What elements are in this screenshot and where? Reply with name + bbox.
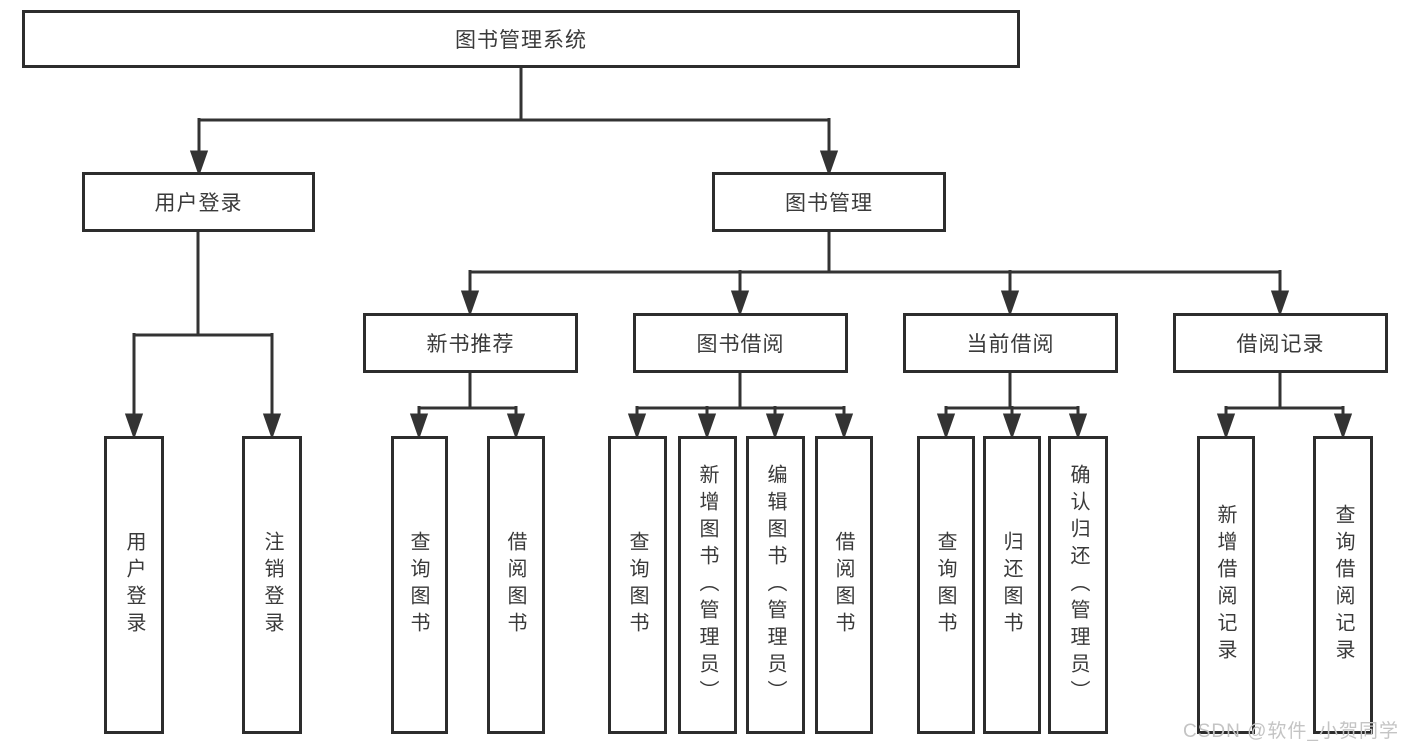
node-book-borrow: 图书借阅 [633, 313, 848, 373]
node-library-management-system: 图书管理系统 [22, 10, 1020, 68]
leaf-user-login: 用户登录 [104, 436, 164, 734]
node-book-management: 图书管理 [712, 172, 946, 232]
leaf-query-borrow-record: 查询借阅记录 [1313, 436, 1373, 734]
leaf-edit-book-admin: 编辑图书（管理员） [746, 436, 805, 734]
leaf-logout-login: 注销登录 [242, 436, 302, 734]
leaf-confirm-return-admin: 确认归还（管理员） [1048, 436, 1108, 734]
node-new-book-recommend: 新书推荐 [363, 313, 578, 373]
node-user-login: 用户登录 [82, 172, 315, 232]
leaf-return-book: 归还图书 [983, 436, 1041, 734]
leaf-borrow-book-recommend: 借阅图书 [487, 436, 545, 734]
leaf-query-book-recommend: 查询图书 [391, 436, 448, 734]
node-current-borrow: 当前借阅 [903, 313, 1118, 373]
leaf-add-book-admin: 新增图书（管理员） [678, 436, 737, 734]
leaf-borrow-book: 借阅图书 [815, 436, 873, 734]
csdn-watermark: CSDN @软件_小贺同学 [1183, 721, 1399, 742]
leaf-query-book-borrow: 查询图书 [608, 436, 667, 734]
leaf-add-borrow-record: 新增借阅记录 [1197, 436, 1255, 734]
leaf-query-book-current: 查询图书 [917, 436, 975, 734]
node-borrow-records: 借阅记录 [1173, 313, 1388, 373]
